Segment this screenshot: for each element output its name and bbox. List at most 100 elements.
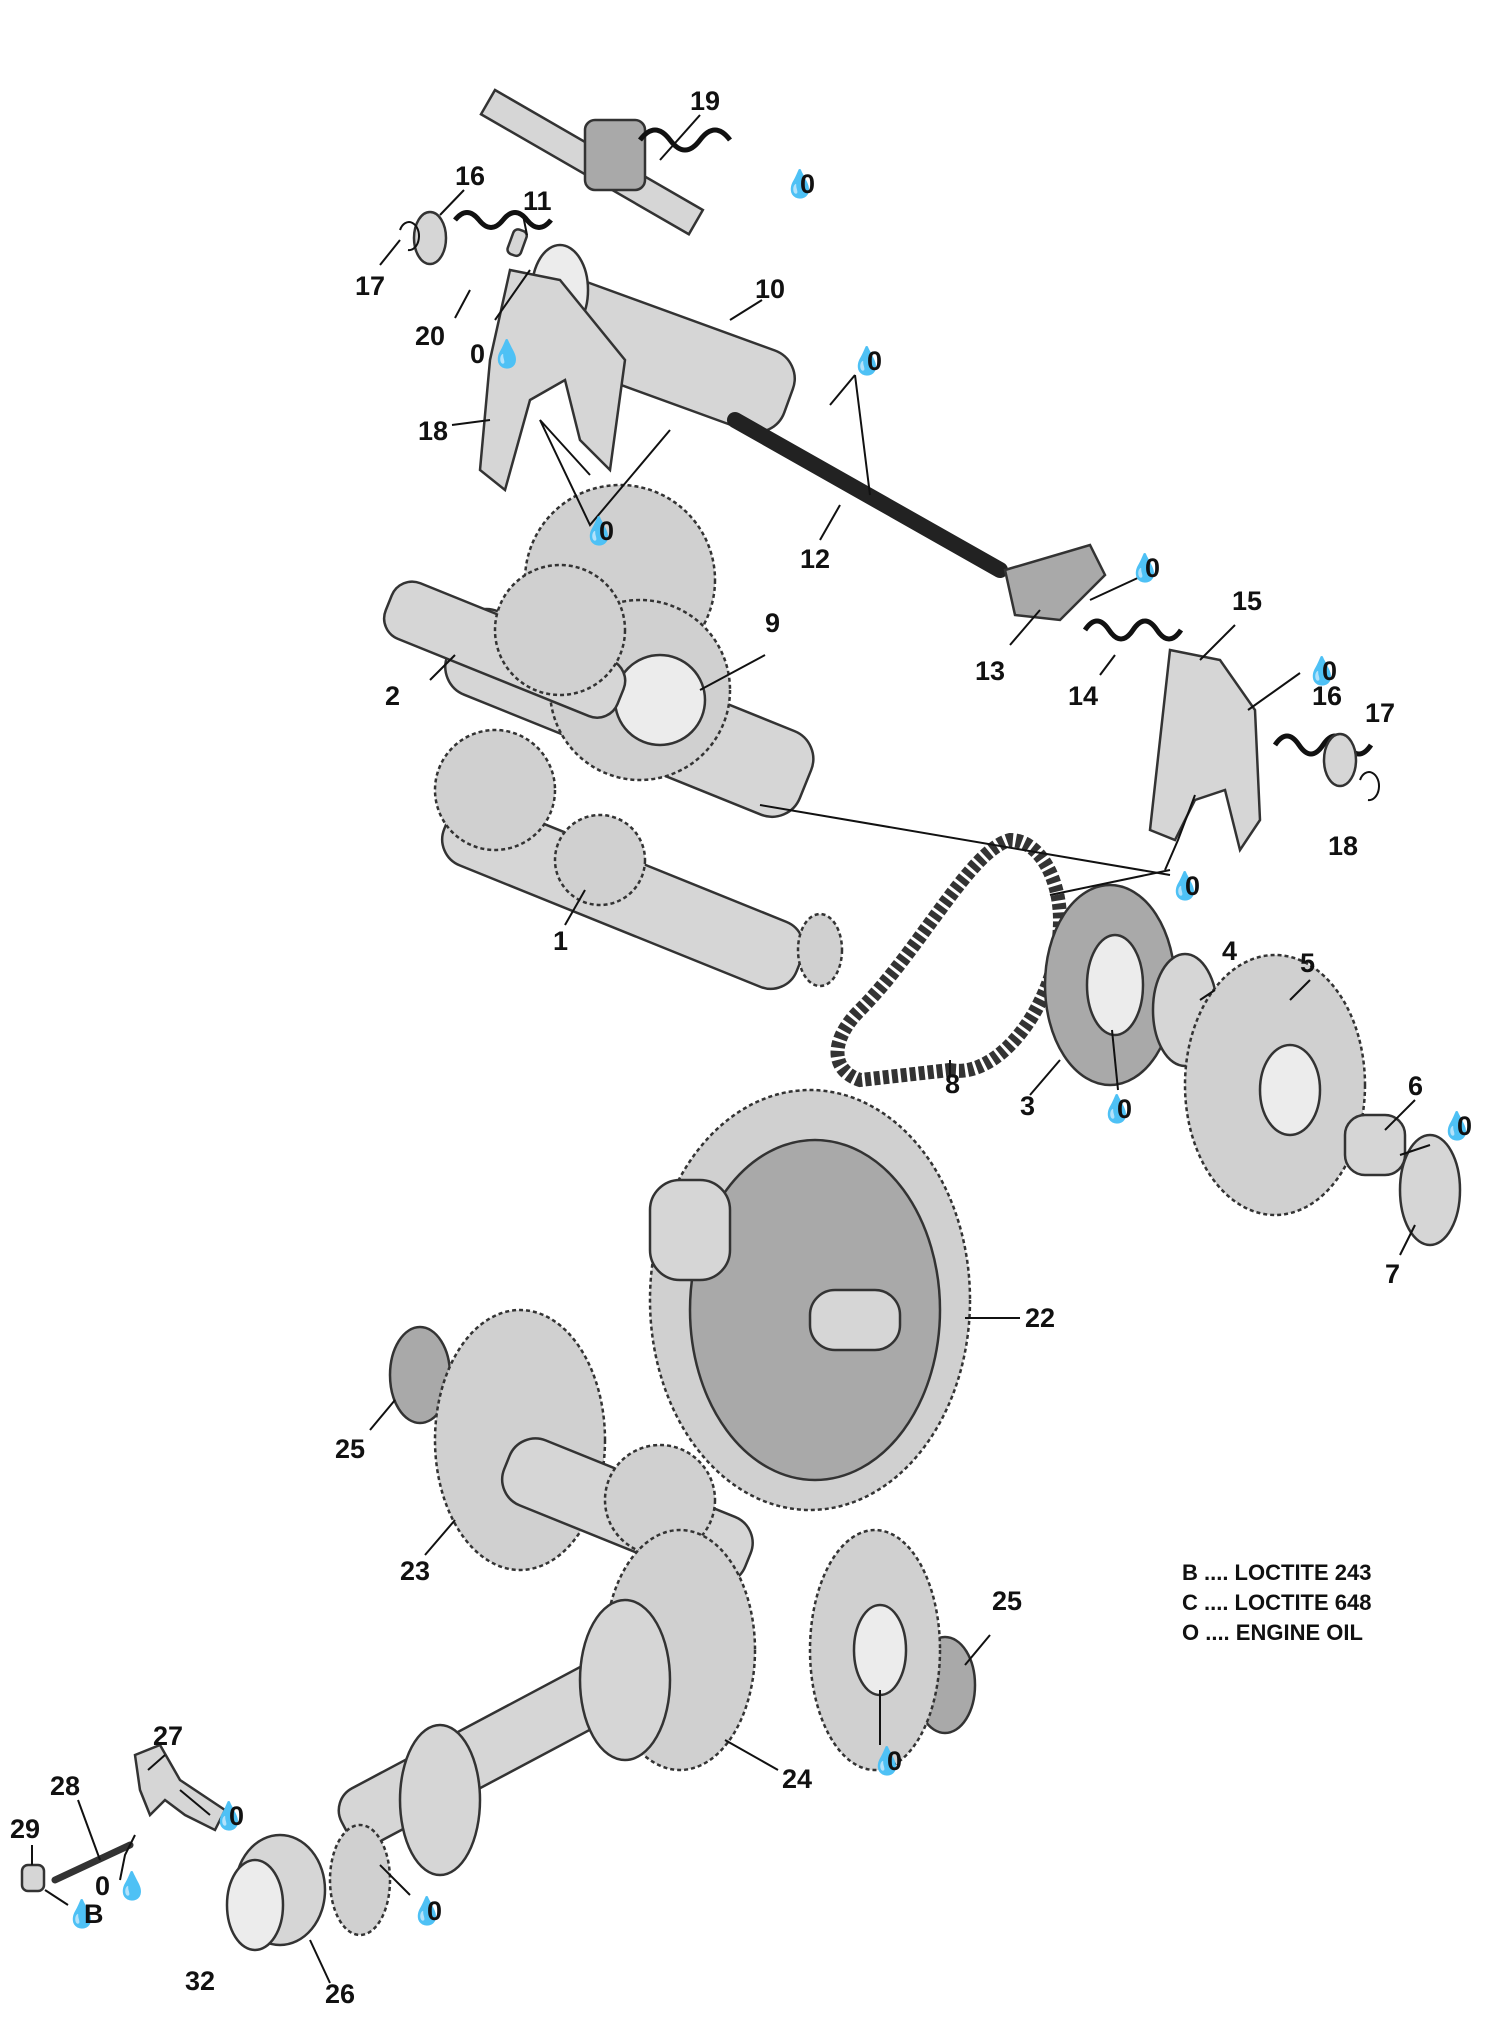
callout-25-bottom: 25 — [992, 1586, 1022, 1616]
callout-29: 29 — [10, 1814, 40, 1844]
callout-17-right: 17 — [1365, 698, 1395, 728]
svg-text:💧: 💧 — [490, 338, 524, 369]
part-17-washer-right — [1322, 732, 1358, 788]
part-5-gear — [1183, 953, 1367, 1217]
svg-text:B: B — [84, 1899, 104, 1929]
oil-mark: 💧0 — [1305, 655, 1339, 686]
legend-loctite-648: C .... LOCTITE 648 — [1182, 1590, 1371, 1615]
callout-21: 19 — [690, 86, 720, 116]
part-12-fork-rod — [727, 412, 1008, 578]
oil-mark: 0💧 — [95, 1870, 149, 1901]
callout-2: 2 — [385, 681, 400, 711]
loctite-mark: 💧B — [65, 1898, 104, 1929]
svg-text:0: 0 — [1185, 871, 1200, 901]
callout-24: 24 — [782, 1764, 812, 1794]
svg-text:0: 0 — [470, 339, 485, 369]
oil-mark: 💧0 — [1440, 1110, 1474, 1141]
callout-16: 16 — [1312, 681, 1342, 711]
oil-mark: 0💧 — [470, 338, 524, 369]
part-24-bevel-gear — [808, 1528, 942, 1772]
oil-mark: 💧0 — [783, 168, 817, 199]
callout-8: 8 — [945, 1069, 960, 1099]
oil-mark: 💧0 — [1100, 1093, 1134, 1124]
callout-10: 10 — [755, 274, 785, 304]
callout-25-top: 25 — [335, 1434, 365, 1464]
svg-text:💧: 💧 — [870, 1745, 904, 1776]
callout-labels: 19 16 11 17 20 10 18 12 15 13 14 16 17 1… — [10, 86, 1423, 2009]
svg-text:0: 0 — [1322, 656, 1337, 686]
oil-mark: 💧0 — [870, 1745, 904, 1776]
svg-text:0: 0 — [1145, 553, 1160, 583]
callout-19: 18 — [418, 416, 448, 446]
callout-1: 1 — [553, 926, 568, 956]
callout-6: 6 — [1408, 1071, 1423, 1101]
part-18-clip-right — [1359, 771, 1380, 802]
svg-text:💧: 💧 — [115, 1870, 149, 1901]
oil-mark: 💧0 — [850, 345, 884, 376]
part-7-thrust-washer — [1398, 1133, 1462, 1247]
part-16-spring — [1272, 733, 1374, 757]
svg-text:0: 0 — [1457, 1111, 1472, 1141]
oil-marks: 💧0 0💧 💧0 💧0 💧0 💧0 💧0 💧0 💧0 💧0 💧0 0💧 💧0 💧… — [65, 168, 1474, 1929]
callout-4: 4 — [1222, 936, 1237, 966]
svg-text:💧: 💧 — [582, 515, 616, 546]
svg-text:💧: 💧 — [1100, 1093, 1134, 1124]
callout-3: 3 — [1020, 1091, 1035, 1121]
callout-28: 28 — [50, 1771, 80, 1801]
svg-text:💧: 💧 — [783, 168, 817, 199]
callout-32: 32 — [185, 1966, 215, 1996]
callout-18-right: 18 — [1328, 831, 1358, 861]
part-18-clip-top — [399, 221, 420, 252]
callout-14: 14 — [1068, 681, 1098, 711]
callout-5: 5 — [1300, 948, 1315, 978]
svg-text:💧: 💧 — [1305, 655, 1339, 686]
leader-lines — [31, 114, 1431, 1984]
part-21-shift-shaft — [479, 88, 732, 236]
part-24-output-shaft — [328, 1528, 757, 1937]
legend: B .... LOCTITE 243 C .... LOCTITE 648 O … — [1182, 1560, 1371, 1645]
svg-text:💧: 💧 — [212, 1800, 246, 1831]
svg-text:💧: 💧 — [410, 1895, 444, 1926]
part-6-bushing — [1343, 1113, 1407, 1177]
part-17-washer-top — [412, 210, 448, 266]
oil-mark: 💧0 — [1168, 870, 1202, 901]
oil-mark: 💧0 — [582, 515, 616, 546]
svg-text:0: 0 — [800, 169, 815, 199]
part-1-input-shaft — [433, 728, 844, 991]
part-3-sprocket — [1043, 883, 1177, 1087]
oil-mark: 💧0 — [212, 1800, 246, 1831]
part-14-spring — [1082, 618, 1184, 642]
callout-18-top: 17 — [355, 271, 385, 301]
callout-27: 27 — [153, 1721, 183, 1751]
callout-15: 15 — [1232, 586, 1262, 616]
part-2-mainshaft — [382, 563, 627, 719]
svg-text:💧: 💧 — [1128, 552, 1162, 583]
callout-11: 11 — [523, 186, 552, 216]
part-22-ring-gear — [648, 1088, 972, 1512]
oil-mark: 💧0 — [1128, 552, 1162, 583]
part-15-shift-fork — [1148, 648, 1262, 854]
callout-13: 13 — [975, 656, 1005, 686]
part-20-spring — [453, 210, 553, 230]
part-13-detent — [1003, 543, 1107, 622]
oil-mark: 💧0 — [410, 1895, 444, 1926]
callout-7: 7 — [1385, 1259, 1400, 1289]
callout-23: 23 — [400, 1556, 430, 1586]
parts-illustration — [20, 88, 1462, 1952]
svg-text:💧: 💧 — [1168, 870, 1202, 901]
svg-text:0: 0 — [867, 346, 882, 376]
callout-9: 9 — [765, 608, 780, 638]
svg-text:0: 0 — [95, 1871, 110, 1901]
part-29-screw — [20, 1863, 46, 1893]
svg-text:💧: 💧 — [1440, 1110, 1474, 1141]
part-8-chain — [830, 832, 1068, 1088]
svg-text:💧: 💧 — [65, 1898, 99, 1929]
svg-text:💧: 💧 — [850, 345, 884, 376]
svg-text:0: 0 — [887, 1746, 902, 1776]
part-28-rod — [51, 1841, 134, 1884]
part-26-coupler — [225, 1833, 327, 1952]
legend-engine-oil: O .... ENGINE OIL — [1182, 1620, 1363, 1645]
callout-26: 26 — [325, 1979, 355, 2009]
svg-text:0: 0 — [1117, 1094, 1132, 1124]
